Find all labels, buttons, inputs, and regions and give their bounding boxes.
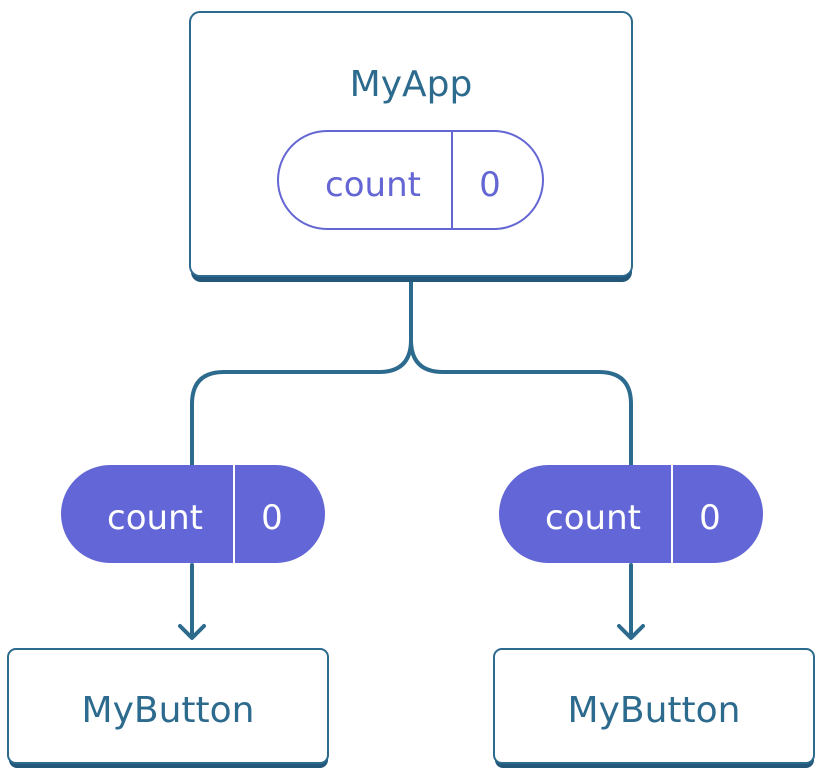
mybutton-component-right: MyButton <box>493 648 815 768</box>
arrow-down-icon <box>617 624 645 640</box>
right-prop-pill: count 0 <box>499 465 763 563</box>
state-label: count <box>325 165 421 205</box>
mybutton-title: MyButton <box>568 690 741 731</box>
tree-connectors <box>190 282 633 466</box>
connector-left <box>190 282 413 466</box>
mybutton-box <box>493 648 815 764</box>
mybutton-box <box>7 648 329 764</box>
prop-label: count <box>107 498 203 538</box>
arrow-down-icon <box>178 624 206 640</box>
prop-arrows <box>178 563 645 640</box>
myapp-title: MyApp <box>350 64 473 105</box>
state-value: 0 <box>479 165 501 205</box>
mybutton-component-left: MyButton <box>7 648 329 768</box>
prop-value: 0 <box>699 498 721 538</box>
prop-pill-fill <box>61 465 325 563</box>
myapp-component: MyApp count 0 <box>189 11 633 282</box>
prop-value: 0 <box>261 498 283 538</box>
mybutton-title: MyButton <box>82 690 255 731</box>
myapp-state-pill: count 0 <box>277 130 544 230</box>
connector-right <box>409 339 633 466</box>
prop-label: count <box>545 498 641 538</box>
state-pill-outline <box>277 130 544 230</box>
left-prop-pill: count 0 <box>61 465 325 563</box>
prop-pill-fill <box>499 465 763 563</box>
